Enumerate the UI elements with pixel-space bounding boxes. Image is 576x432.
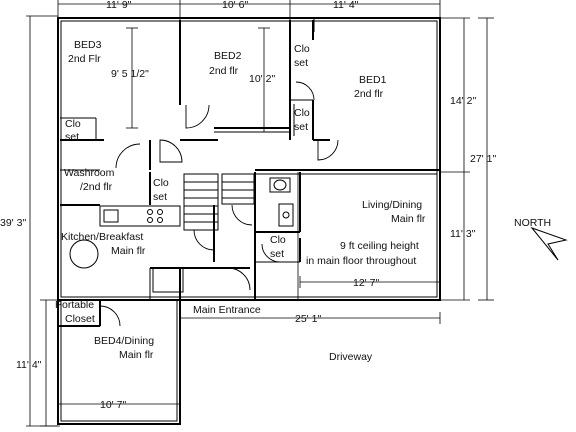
- driveway: Driveway: [329, 351, 373, 363]
- living-dim: 12' 7": [353, 277, 379, 289]
- dim-top-2: 10' 6": [222, 0, 248, 11]
- outer-walls: [57, 17, 441, 425]
- north-label: NORTH: [514, 217, 551, 229]
- main-entrance: Main Entrance: [193, 304, 261, 316]
- bed3-dim: 9' 5 1/2": [111, 68, 149, 80]
- bed2-name: BED2: [214, 50, 242, 62]
- portable-closet-1: Portable: [55, 299, 94, 311]
- closet-wash-2: set: [153, 191, 167, 203]
- dim-top-1: 11' 9": [106, 0, 132, 11]
- living-2: Main flr: [391, 213, 426, 225]
- interior-walls: [57, 20, 440, 327]
- bed2-dim: 10' 2": [249, 73, 275, 85]
- closet-bed3-1: Clo: [65, 118, 81, 130]
- closet-bed1-2: set: [294, 121, 308, 133]
- fixtures: [69, 177, 294, 269]
- dim-right-total: 27' 1": [470, 153, 496, 165]
- living-note-1: 9 ft ceiling height: [340, 240, 419, 252]
- closet-living-1: Clo: [270, 234, 286, 246]
- dimension-lines: [26, 0, 494, 427]
- closet-living-2: set: [270, 248, 284, 260]
- bed2-floor: 2nd flr: [209, 65, 239, 77]
- washroom-2: /2nd flr: [80, 181, 113, 193]
- dim-right-upper: 14' 2": [450, 95, 476, 107]
- closet-wash-1: Clo: [153, 177, 169, 189]
- bed3-name: BED3: [74, 39, 102, 51]
- closet-bed3-2: set: [65, 131, 79, 143]
- dim-bed4-height: 11' 4": [16, 359, 42, 371]
- bed1-name: BED1: [359, 74, 387, 86]
- dim-bottom-main: 25' 1": [295, 313, 321, 325]
- closet-bed1-1: Clo: [294, 107, 310, 119]
- bed4-name: BED4/Dining: [94, 335, 154, 347]
- bed3-floor: 2nd Flr: [68, 53, 101, 65]
- living-1: Living/Dining: [362, 199, 422, 211]
- dim-right-lower: 11' 3": [450, 228, 476, 240]
- dim-top-3: 11' 4": [333, 0, 359, 11]
- doors: [99, 18, 339, 327]
- bed1-floor: 2nd flr: [354, 88, 384, 100]
- stairs: [183, 173, 255, 231]
- kitchen-2: Main flr: [111, 245, 146, 257]
- kitchen-1: Kitchen/Breakfast: [61, 231, 143, 243]
- dim-left-total: 39' 3": [0, 217, 26, 229]
- living-note-2: in main floor throughout: [306, 255, 416, 267]
- bed4-dim: 10' 7": [100, 399, 126, 411]
- washroom-1: Washroom: [64, 167, 115, 179]
- closet-top-1: Clo: [294, 43, 310, 55]
- bed4-floor: Main flr: [119, 349, 154, 361]
- portable-closet-2: Closet: [65, 313, 95, 325]
- north-arrow: NORTH: [514, 217, 568, 261]
- closet-top-2: set: [294, 57, 308, 69]
